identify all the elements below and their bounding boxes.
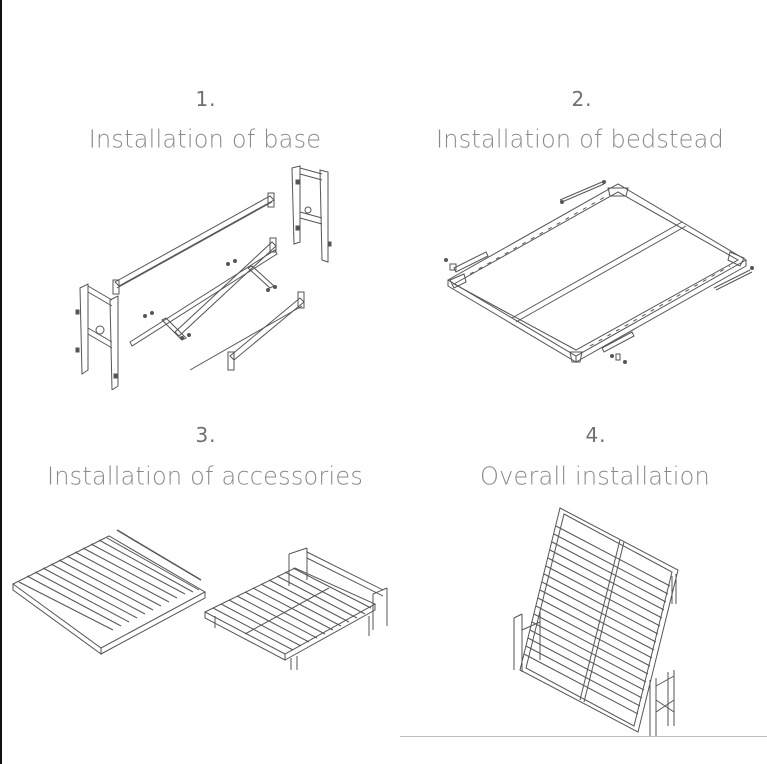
step-3-number: 3. — [195, 423, 217, 447]
base-frame-illustration — [70, 160, 350, 390]
step-4-title: Overall installation — [480, 461, 710, 491]
left-border — [0, 0, 2, 764]
bottom-divider — [400, 736, 767, 737]
step-2-title: Installation of bedstead — [436, 124, 724, 154]
step-1-number: 1. — [195, 87, 217, 111]
step-1-title: Installation of base — [88, 124, 322, 154]
assembled-wall-bed-illustration — [510, 500, 690, 740]
slatted-frames-illustration — [5, 520, 395, 670]
step-3-title: Installation of accessories — [46, 461, 364, 491]
step-2-number: 2. — [571, 87, 593, 111]
bedstead-frame-illustration — [430, 170, 760, 380]
step-4-number: 4. — [585, 423, 607, 447]
